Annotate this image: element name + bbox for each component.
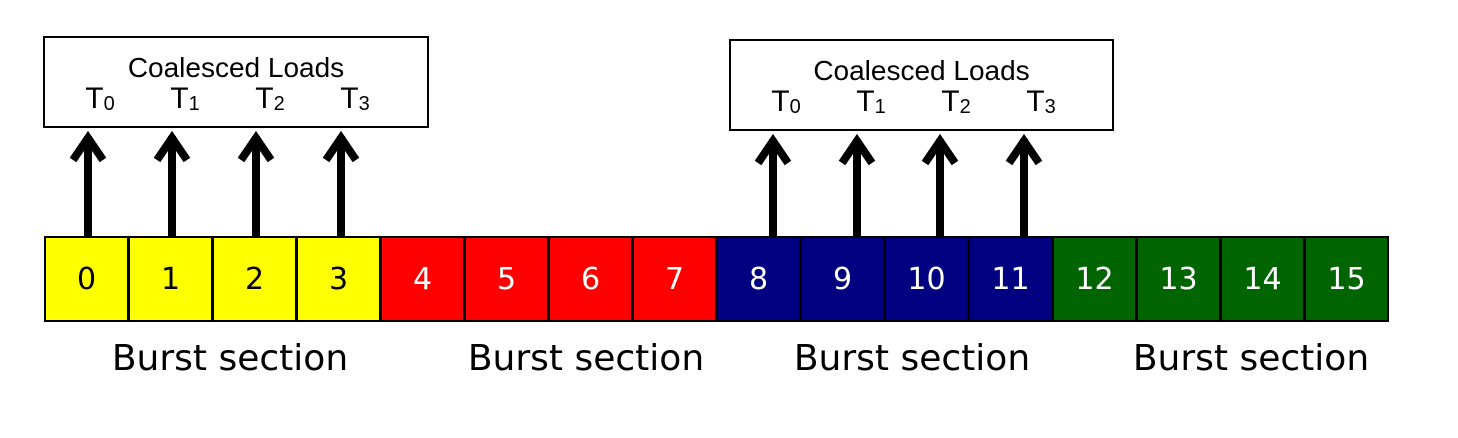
- memory-cell: 9: [800, 236, 885, 322]
- up-arrow-head-icon: [838, 133, 876, 166]
- memory-cell: 10: [884, 236, 969, 322]
- thread-label: T3: [1026, 85, 1056, 118]
- memory-cell: 0: [44, 236, 129, 322]
- memory-cell: 8: [716, 236, 801, 322]
- memory-cell: 7: [632, 236, 717, 322]
- coalesced-loads-title: Coalesced Loads: [813, 55, 1030, 86]
- memory-cell: 14: [1220, 236, 1305, 322]
- thread-label: T2: [941, 85, 971, 118]
- coalesced-loads-box-2: Coalesced Loads: [729, 39, 1114, 131]
- burst-section-label: Burst section: [111, 338, 349, 379]
- up-arrow-head-icon: [69, 130, 107, 163]
- memory-cell: 2: [212, 236, 297, 322]
- up-arrow-head-icon: [322, 130, 360, 163]
- up-arrow-head-icon: [754, 133, 792, 166]
- burst-section-label: Burst section: [793, 338, 1031, 379]
- thread-label: T3: [340, 82, 370, 115]
- memory-cell: 1: [128, 236, 213, 322]
- coalesced-loads-box-1: Coalesced Loads: [43, 36, 429, 128]
- up-arrow-head-icon: [1005, 133, 1043, 166]
- thread-label: T1: [170, 82, 200, 115]
- thread-label: T1: [856, 85, 886, 118]
- memory-cell: 3: [296, 236, 381, 322]
- thread-label: T0: [85, 82, 115, 115]
- memory-cell: 11: [968, 236, 1053, 322]
- up-arrow-head-icon: [921, 133, 959, 166]
- memory-cell: 5: [464, 236, 549, 322]
- up-arrow-head-icon: [237, 130, 275, 163]
- coalesced-loads-title: Coalesced Loads: [127, 52, 345, 83]
- up-arrow-head-icon: [153, 130, 191, 163]
- memory-cell: 12: [1052, 236, 1137, 322]
- memory-cell: 13: [1136, 236, 1221, 322]
- memory-cell: 15: [1304, 236, 1389, 322]
- memory-cell: 6: [548, 236, 633, 322]
- thread-label: T0: [771, 85, 801, 118]
- burst-section-label: Burst section: [467, 338, 705, 379]
- burst-section-label: Burst section: [1132, 338, 1370, 379]
- thread-label: T2: [255, 82, 285, 115]
- memory-cell: 4: [380, 236, 465, 322]
